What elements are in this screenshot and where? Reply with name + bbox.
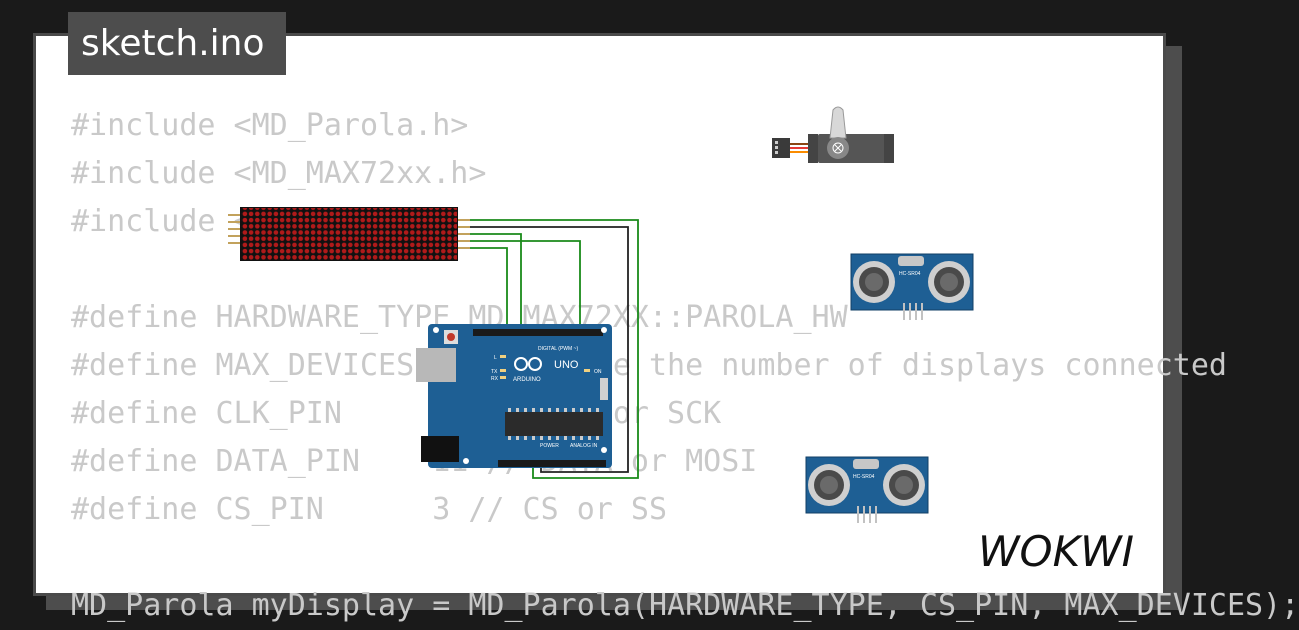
wires [470, 219, 639, 479]
ultrasonic-sensor-1[interactable]: HC-SR04 [850, 253, 974, 320]
sensor-1-label: HC-SR04 [899, 271, 921, 277]
usb-port [416, 348, 456, 382]
code-line: #include <MD_MAX72xx.h> [71, 156, 487, 191]
power-jack [421, 436, 459, 462]
wire-din [470, 233, 522, 332]
power-label: POWER [540, 443, 559, 449]
servo-motor[interactable] [772, 106, 894, 163]
wire-vcc [470, 219, 639, 479]
ultrasonic-sensor-2[interactable]: HC-SR04 [805, 456, 929, 523]
arduino-label: ARDUINO [513, 377, 541, 383]
code-line: #define HARDWARE_TYPE MD_MAX72XX::PAROLA… [71, 300, 848, 335]
on-label: ON [594, 369, 602, 375]
digital-header [473, 329, 603, 336]
icsp-header [600, 378, 608, 400]
uno-label: UNO [554, 359, 579, 371]
arduino-logo-icon [514, 357, 542, 371]
wire-cs [470, 240, 581, 332]
circuit-diagram: UNO ARDUINO DIGITAL (PWM ~) POWER ANALOG… [228, 106, 974, 523]
arduino-uno-board[interactable]: UNO ARDUINO DIGITAL (PWM ~) POWER ANALOG… [416, 324, 612, 468]
code-line: #define CS_PIN 3 // CS or SS [71, 492, 668, 527]
digital-label: DIGITAL (PWM ~) [538, 346, 578, 352]
matrix-pins [228, 214, 470, 249]
wire-gnd [470, 226, 629, 473]
file-title-tab[interactable]: sketch.ino [68, 12, 286, 75]
power-analog-header [498, 460, 606, 467]
l-label: L [494, 355, 497, 361]
analog-in-label: ANALOG IN [570, 443, 598, 449]
wokwi-logo-text: WOKWI [978, 527, 1134, 576]
preview-card: #include <MD_Parola.h> #include <MD_MAX72… [33, 33, 1299, 623]
code-line: MD_Parola myDisplay = MD_Parola(HARDWARE… [71, 588, 1299, 623]
led-matrix-display[interactable] [228, 207, 470, 261]
code-line: #include <MD_Parola.h> [71, 108, 469, 143]
tx-label: TX [491, 369, 498, 375]
wire-clk [470, 247, 508, 332]
sensor-2-label: HC-SR04 [853, 474, 875, 480]
wokwi-logo: WOKWI [978, 527, 1134, 576]
microcontroller-chip [505, 412, 603, 436]
rx-label: RX [491, 376, 499, 382]
servo-horn [829, 106, 847, 139]
servo-connector [772, 138, 790, 158]
code-preview: #include <MD_Parola.h> #include <MD_MAX72… [71, 102, 1299, 630]
